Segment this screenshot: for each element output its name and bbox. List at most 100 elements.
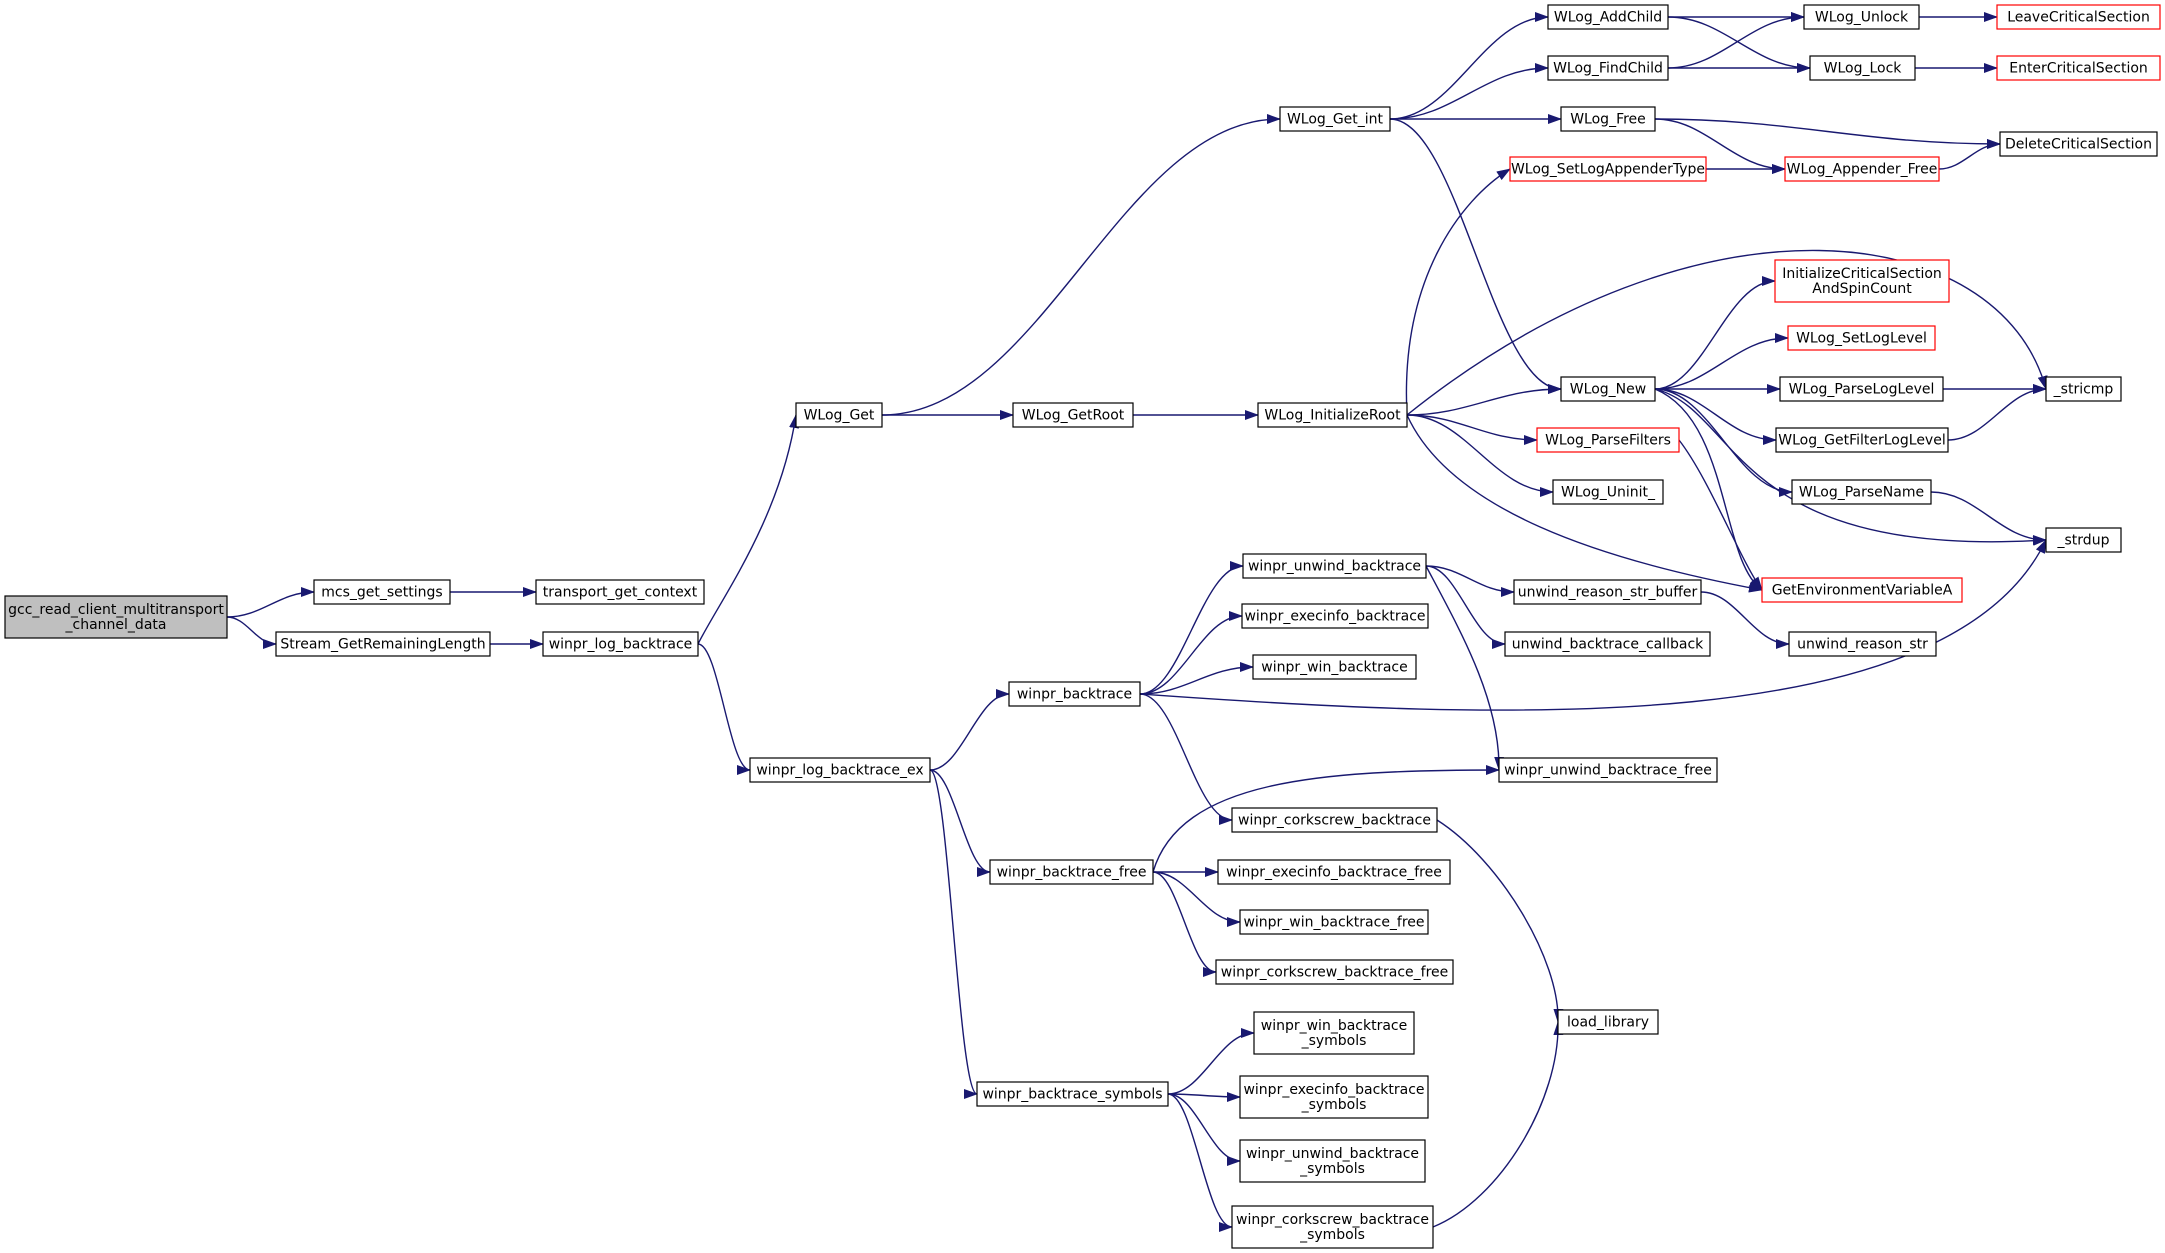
node-box	[749, 757, 931, 783]
node-root[interactable]: gcc_read_client_multitransport_channel_d…	[4, 595, 228, 639]
node-winpr_corkscrew_backtrace_free[interactable]: winpr_corkscrew_backtrace_free	[1215, 959, 1454, 985]
node-wlog_getfilterloglevel[interactable]: WLog_GetFilterLogLevel	[1775, 427, 1949, 453]
node-winpr_unwind_backtrace_symbols[interactable]: winpr_unwind_backtrace_symbols	[1239, 1139, 1426, 1183]
node-label: unwind_reason_str	[1797, 637, 1928, 653]
node-winpr_corkscrew_backtrace_symbols[interactable]: winpr_corkscrew_backtrace_symbols	[1231, 1205, 1434, 1249]
edge-wlog_get_int-to-wlog_new	[1389, 118, 1562, 394]
edge-winpr_backtrace_symbols-to-winpr_execinfo_backtrace_symbols	[1167, 1091, 1241, 1102]
node-label: WLog_Uninit_	[1561, 485, 1656, 501]
edge-wlog_initializeroot-to-stricmp	[1406, 249, 2048, 416]
node-winpr_backtrace[interactable]: winpr_backtrace	[1008, 681, 1141, 707]
node-box	[1775, 427, 1949, 453]
node-wlog_get_int[interactable]: WLog_Get_int	[1279, 106, 1391, 132]
node-winpr_execinfo_backtrace_symbols[interactable]: winpr_execinfo_backtrace_symbols	[1239, 1075, 1429, 1119]
node-unwind_reason_str_buffer[interactable]: unwind_reason_str_buffer	[1513, 579, 1702, 605]
node-label: winpr_execinfo_backtrace_free	[1226, 865, 1442, 881]
node-wlog_initializeroot[interactable]: WLog_InitializeRoot	[1257, 402, 1408, 428]
node-box	[275, 631, 491, 657]
edge-wlog_parsefilters-to-getenvironmentvariablea	[1678, 439, 1763, 591]
node-label: winpr_backtrace_free	[997, 865, 1147, 881]
edge-winpr_backtrace_symbols-to-winpr_corkscrew_backtrace_symbols	[1167, 1093, 1233, 1232]
edge-winpr_backtrace_symbols-to-winpr_unwind_backtrace_symbols	[1167, 1093, 1241, 1166]
node-box	[1241, 603, 1429, 629]
node-label: WLog_ParseLogLevel	[1789, 382, 1935, 398]
edge-wlog_new-to-wlog_getfilterloglevel	[1654, 388, 1777, 445]
edge-winpr_backtrace_free-to-winpr_unwind_backtrace_free	[1152, 765, 1500, 873]
node-label: _stricmp	[2053, 382, 2114, 398]
node-entercriticalsection[interactable]: EnterCriticalSection	[1996, 55, 2161, 81]
node-stream_getremaininglength[interactable]: Stream_GetRemainingLength	[275, 631, 491, 657]
node-label: unwind_backtrace_callback	[1512, 637, 1704, 653]
node-winpr_log_backtrace_ex[interactable]: winpr_log_backtrace_ex	[749, 757, 931, 783]
edge-wlog_new-to-wlog_setloglevel	[1654, 333, 1789, 390]
node-wlog_getroot[interactable]: WLog_GetRoot	[1012, 402, 1134, 428]
node-wlog_setlogappendertype[interactable]: WLog_SetLogAppenderType	[1509, 156, 1707, 182]
node-winpr_win_backtrace_free[interactable]: winpr_win_backtrace_free	[1239, 909, 1429, 935]
node-unwind_backtrace_callback[interactable]: unwind_backtrace_callback	[1504, 631, 1711, 657]
node-stricmp[interactable]: _stricmp	[2045, 376, 2122, 402]
node-label: WLog_ParseFilters	[1545, 433, 1671, 449]
edge-winpr_corkscrew_backtrace_symbols-to-load_library	[1432, 1021, 1564, 1228]
node-winpr_unwind_backtrace_free[interactable]: winpr_unwind_backtrace_free	[1498, 757, 1718, 783]
node-mcs_get_settings[interactable]: mcs_get_settings	[313, 579, 451, 605]
node-wlog_parsename[interactable]: WLog_ParseName	[1791, 479, 1932, 505]
node-leavecriticalsection[interactable]: LeaveCriticalSection	[1996, 4, 2161, 30]
node-label: winpr_backtrace_symbols	[982, 1087, 1162, 1103]
nodes-layer: gcc_read_client_multitransport_channel_d…	[4, 4, 2161, 1249]
node-getenvironmentvariablea[interactable]: GetEnvironmentVariableA	[1761, 577, 1963, 603]
node-box	[1784, 156, 1940, 182]
node-winpr_log_backtrace[interactable]: winpr_log_backtrace	[542, 631, 699, 657]
edge-winpr_log_backtrace_ex-to-winpr_backtrace	[929, 689, 1010, 771]
node-wlog_new[interactable]: WLog_New	[1560, 376, 1656, 402]
edge-winpr_log_backtrace_ex-to-winpr_backtrace_free	[929, 769, 991, 877]
node-box	[1761, 577, 1963, 603]
node-box	[1012, 402, 1134, 428]
node-label: load_library	[1567, 1015, 1649, 1031]
node-strdup[interactable]: _strdup	[2045, 527, 2122, 553]
node-winpr_win_backtrace_symbols[interactable]: winpr_win_backtrace_symbols	[1253, 1011, 1415, 1055]
node-winpr_corkscrew_backtrace[interactable]: winpr_corkscrew_backtrace	[1231, 807, 1438, 833]
node-wlog_addchild[interactable]: WLog_AddChild	[1547, 4, 1669, 30]
node-transport_get_context[interactable]: transport_get_context	[535, 579, 705, 605]
node-unwind_reason_str[interactable]: unwind_reason_str	[1788, 631, 1937, 657]
node-winpr_execinfo_backtrace_free[interactable]: winpr_execinfo_backtrace_free	[1217, 859, 1451, 885]
node-label: winpr_unwind_backtrace_free	[1504, 763, 1712, 779]
node-winpr_win_backtrace[interactable]: winpr_win_backtrace	[1252, 654, 1417, 680]
node-label: gcc_read_client_multitransport	[8, 602, 224, 618]
node-wlog_uninit[interactable]: WLog_Uninit_	[1552, 479, 1664, 505]
edge-winpr_backtrace-to-winpr_win_backtrace	[1139, 662, 1254, 695]
node-box	[1252, 654, 1417, 680]
node-winpr_backtrace_symbols[interactable]: winpr_backtrace_symbols	[976, 1081, 1169, 1107]
node-wlog_appender_free[interactable]: WLog_Appender_Free	[1784, 156, 1940, 182]
node-wlog_free[interactable]: WLog_Free	[1560, 106, 1656, 132]
edge-unwind_reason_str_buffer-to-unwind_reason_str	[1700, 591, 1790, 649]
node-wlog_parsefilters[interactable]: WLog_ParseFilters	[1536, 427, 1680, 453]
node-label: _symbols	[1299, 1227, 1365, 1243]
node-label: WLog_Get_int	[1287, 112, 1384, 128]
node-wlog_findchild[interactable]: WLog_FindChild	[1547, 55, 1669, 81]
node-label: WLog_Unlock	[1815, 10, 1909, 26]
node-label: winpr_corkscrew_backtrace	[1238, 813, 1431, 829]
node-box	[1498, 757, 1718, 783]
node-winpr_execinfo_backtrace[interactable]: winpr_execinfo_backtrace	[1241, 603, 1429, 629]
node-box	[1788, 631, 1937, 657]
node-label: Stream_GetRemainingLength	[280, 637, 485, 653]
node-box	[1803, 4, 1920, 30]
edge-winpr_backtrace-to-winpr_execinfo_backtrace	[1139, 611, 1243, 695]
node-winpr_backtrace_free[interactable]: winpr_backtrace_free	[989, 859, 1154, 885]
edge-wlog_new-to-getenvironmentvariablea	[1654, 388, 1763, 591]
node-load_library[interactable]: load_library	[1557, 1009, 1659, 1035]
node-winpr_unwind_backtrace[interactable]: winpr_unwind_backtrace	[1242, 553, 1427, 579]
edge-winpr_backtrace-to-winpr_unwind_backtrace	[1139, 561, 1244, 695]
node-box	[1257, 402, 1408, 428]
node-deletecriticalsection[interactable]: DeleteCriticalSection	[1999, 131, 2158, 157]
node-wlog_parseloglevel[interactable]: WLog_ParseLogLevel	[1779, 376, 1944, 402]
node-box	[795, 402, 883, 428]
node-wlog_unlock[interactable]: WLog_Unlock	[1803, 4, 1920, 30]
node-label: GetEnvironmentVariableA	[1772, 583, 1953, 599]
node-wlog_get[interactable]: WLog_Get	[795, 402, 883, 428]
node-wlog_setloglevel[interactable]: WLog_SetLogLevel	[1787, 325, 1936, 351]
node-wlog_lock[interactable]: WLog_Lock	[1809, 55, 1916, 81]
